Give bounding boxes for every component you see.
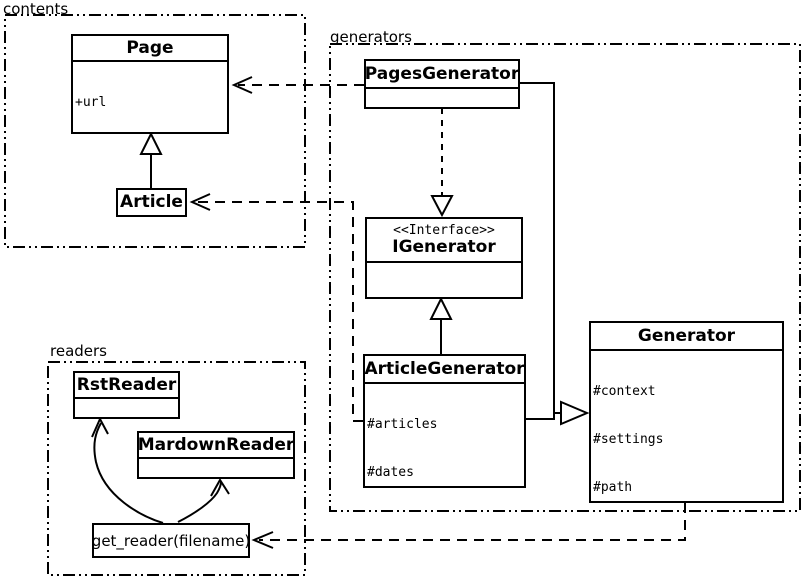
package-border-contents (5, 15, 305, 247)
open-arrowhead-rstreader (92, 419, 108, 437)
class-igenerator-header: <<Interface>> IGenerator (367, 219, 521, 261)
class-generator-name: Generator (637, 325, 736, 346)
class-articlegenerator: ArticleGenerator #articles #dates #tags … (363, 354, 526, 488)
open-arrowhead-article (192, 194, 210, 210)
inheritance-pagesgenerator-to-generator-line (520, 83, 561, 413)
class-rstreader-methods: +read() (75, 397, 178, 417)
class-pagesgenerator-name: PagesGenerator (364, 63, 520, 84)
hollow-triangle-igenerator-bottom (431, 299, 451, 319)
class-member: #dates (367, 465, 414, 480)
class-generator-attributes: #context #settings #path #theme #output_… (591, 349, 782, 501)
function-get-reader: get_reader(filename) (92, 523, 250, 558)
class-mardownreader-name: MardownReader (137, 434, 295, 455)
class-member: #settings (593, 432, 664, 447)
class-rstreader: RstReader +read() (73, 371, 180, 419)
class-igenerator-methods: +generate_context() +generate_output() (367, 261, 521, 297)
class-page-attributes: +url +slug +summary (73, 60, 227, 132)
class-igenerator: <<Interface>> IGenerator +generate_conte… (365, 217, 523, 299)
package-border-generators (330, 44, 800, 511)
class-articlegenerator-attributes: #articles #dates #tags #categories (365, 382, 524, 486)
class-mardownreader: MardownReader +read() (137, 431, 295, 479)
class-pagesgenerator-attributes: #pages (366, 87, 518, 107)
class-member: #path (593, 480, 633, 495)
class-member: +url (75, 95, 107, 110)
hollow-triangle-page (141, 134, 161, 154)
class-igenerator-name: IGenerator (392, 237, 496, 257)
class-member: +generate_context() (369, 296, 519, 297)
class-articlegenerator-name: ArticleGenerator (364, 358, 525, 379)
package-label-contents: contents (3, 0, 69, 18)
open-arrowhead-getreader (254, 532, 273, 548)
arrow-getreader-to-mardownreader-curve (178, 482, 221, 522)
hollow-triangle-generator (561, 402, 587, 424)
class-page: Page +url +slug +summary +check_properti… (71, 34, 229, 134)
class-article: Article (116, 188, 187, 217)
class-page-name: Page (126, 37, 174, 58)
class-member: #context (593, 384, 656, 399)
inheritance-articlegenerator-to-generator-line (526, 413, 554, 419)
arrow-getreader-to-rstreader-curve (94, 423, 163, 523)
class-rstreader-name: RstReader (76, 374, 177, 395)
open-arrowhead-page (234, 77, 252, 93)
dependency-generator-to-getreader (259, 503, 685, 540)
class-igenerator-stereotype: <<Interface>> (393, 223, 495, 238)
class-pagesgenerator: PagesGenerator #pages (364, 59, 520, 109)
class-generator: Generator #context #settings #path #them… (589, 321, 784, 503)
function-get-reader-label: get_reader(filename) (91, 531, 251, 550)
package-border-readers (48, 362, 305, 575)
open-arrowhead-mardownreader (211, 480, 229, 496)
package-label-generators: generators (330, 28, 412, 46)
class-article-name: Article (120, 192, 183, 212)
hollow-triangle-igenerator-top (432, 196, 452, 215)
dependency-articlegenerator-to-article (196, 202, 363, 421)
class-mardownreader-methods: +read() (139, 457, 293, 477)
package-label-readers: readers (50, 342, 107, 360)
class-member: #articles (367, 417, 438, 432)
